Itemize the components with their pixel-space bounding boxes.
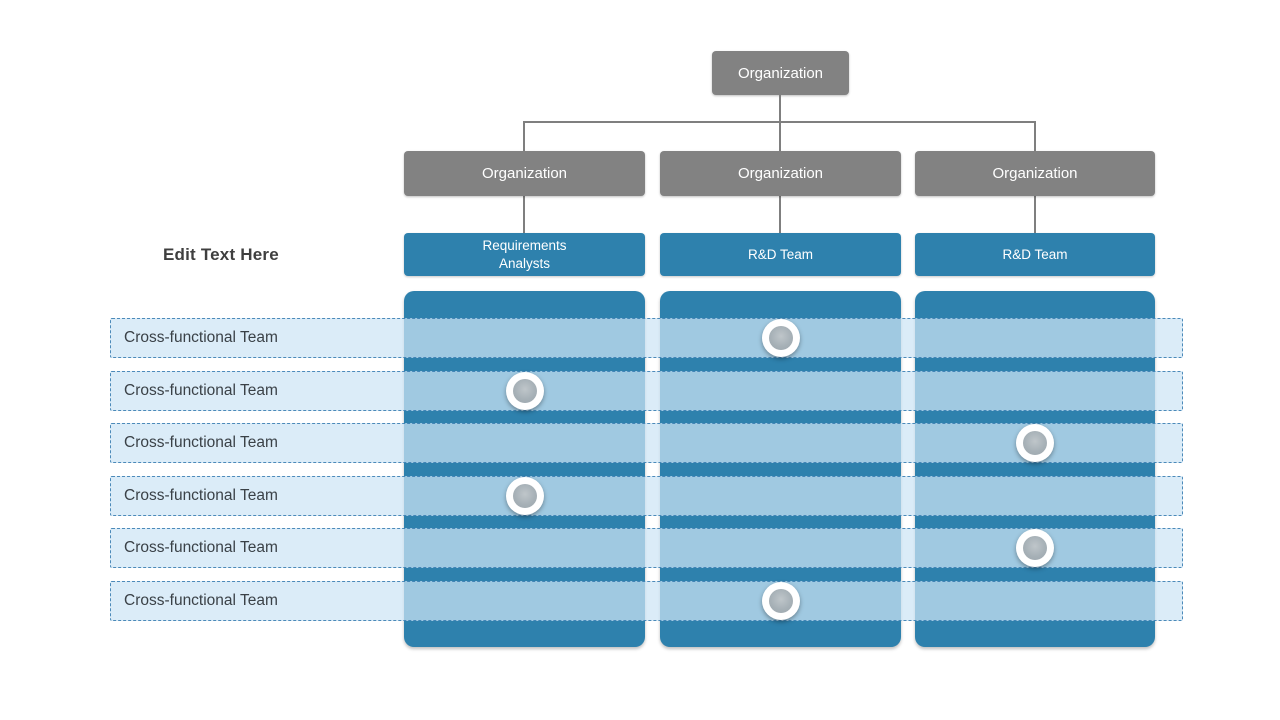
row-label: Cross-functional Team	[124, 434, 278, 451]
edit-text-placeholder[interactable]: Edit Text Here	[163, 245, 279, 264]
org-branch-node-2[interactable]: Organization	[660, 151, 901, 196]
row-label: Cross-functional Team	[124, 329, 278, 346]
team-header-label: Requirements Analysts	[482, 237, 567, 271]
team-header-label: R&D Team	[747, 246, 814, 262]
connector-branch-drop	[779, 121, 781, 152]
team-header-rd-team-2[interactable]: R&D Team	[915, 233, 1155, 276]
cross-functional-row-4[interactable]: Cross-functional Team	[110, 476, 1183, 516]
cross-functional-row-2[interactable]: Cross-functional Team	[110, 371, 1183, 411]
connector-branch-drop	[523, 121, 525, 152]
team-marker-dot	[512, 484, 537, 508]
cross-functional-row-5[interactable]: Cross-functional Team	[110, 528, 1183, 568]
row-label: Cross-functional Team	[124, 487, 278, 504]
team-marker-dot	[768, 589, 793, 613]
cross-functional-row-3[interactable]: Cross-functional Team	[110, 423, 1183, 463]
cross-functional-row-6[interactable]: Cross-functional Team	[110, 581, 1183, 621]
connector-team-stub	[779, 196, 781, 233]
org-branch-node-1[interactable]: Organization	[404, 151, 645, 196]
team-marker[interactable]	[1016, 529, 1054, 567]
org-root-label: Organization	[737, 64, 824, 82]
org-branch-label: Organization	[992, 165, 1078, 182]
org-branch-label: Organization	[737, 165, 824, 182]
team-marker-dot	[1023, 536, 1047, 560]
connector-branch-drop	[1034, 121, 1036, 152]
team-header-rd-team-1[interactable]: R&D Team	[660, 233, 901, 276]
row-label: Cross-functional Team	[124, 539, 278, 556]
team-marker[interactable]	[761, 582, 800, 620]
connector-team-stub	[523, 196, 525, 233]
team-marker[interactable]	[1016, 424, 1054, 462]
row-label: Cross-functional Team	[124, 382, 278, 399]
team-marker-dot	[1023, 431, 1047, 455]
team-marker[interactable]	[505, 372, 544, 410]
team-marker[interactable]	[761, 319, 800, 357]
row-label: Cross-functional Team	[124, 592, 278, 609]
connector-root-drop	[779, 95, 781, 123]
org-root-node[interactable]: Organization	[712, 51, 849, 95]
team-marker[interactable]	[505, 477, 544, 515]
team-marker-dot	[768, 326, 793, 350]
team-marker-dot	[512, 379, 537, 403]
org-branch-label: Organization	[481, 165, 568, 182]
team-header-label: R&D Team	[1002, 246, 1068, 262]
cross-functional-row-1[interactable]: Cross-functional Team	[110, 318, 1183, 358]
team-header-requirements-analysts[interactable]: Requirements Analysts	[404, 233, 645, 276]
connector-team-stub	[1034, 196, 1036, 233]
org-branch-node-3[interactable]: Organization	[915, 151, 1155, 196]
